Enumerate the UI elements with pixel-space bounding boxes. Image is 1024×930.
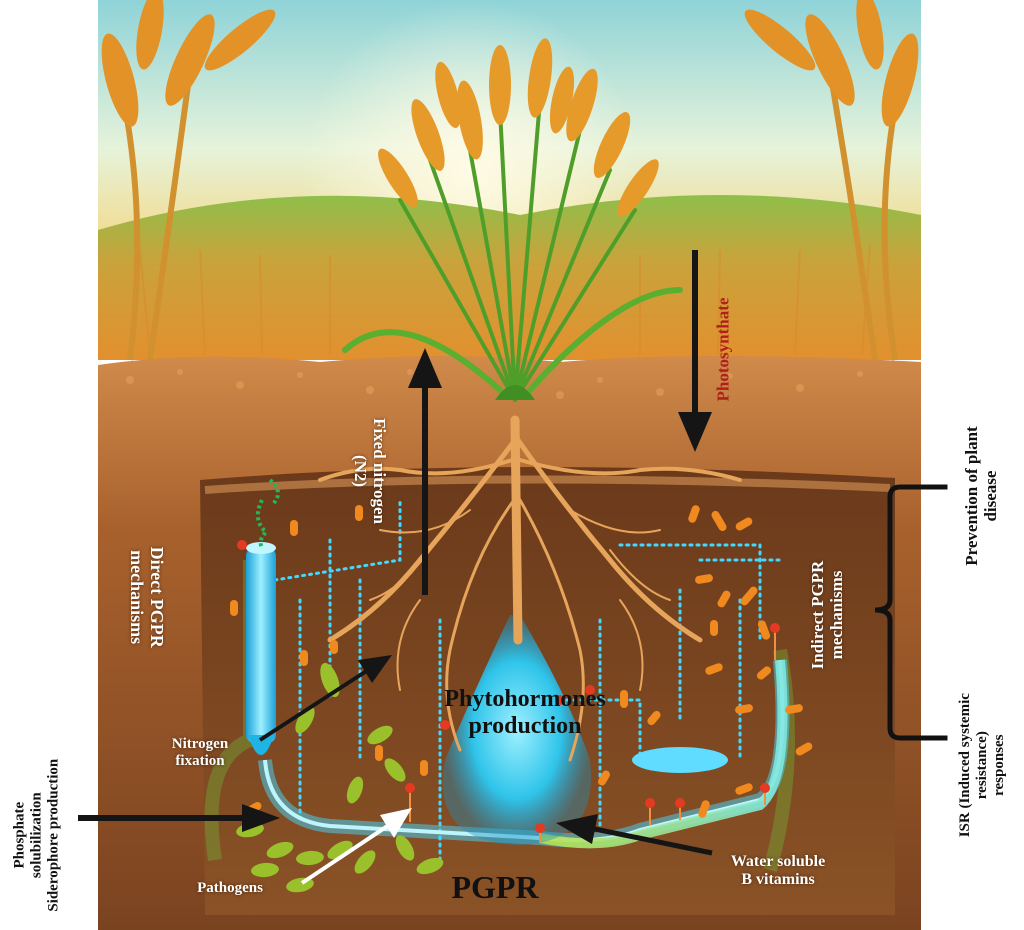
nitrogen-fixation-line1: Nitrogen xyxy=(171,736,229,752)
root-tube xyxy=(539,659,788,849)
orange-bacteria xyxy=(230,505,813,818)
phosphate-line3: Siderophore production xyxy=(44,758,61,912)
vitamins-label: Water soluble B vitamins xyxy=(708,853,848,889)
phytohormone-blob xyxy=(442,615,592,845)
vitamins-line2: B vitamins xyxy=(741,870,815,888)
wheat-ears xyxy=(378,38,659,217)
isr-line2: resistance) xyxy=(973,731,990,800)
phytohormones-label: Phytohormones production xyxy=(410,686,640,740)
nitrogen-fixation-label: Nitrogen fixation xyxy=(152,736,248,770)
isr-line3: responses xyxy=(990,734,1007,796)
pathogens-arrow xyxy=(300,808,412,885)
indirect-pgpr-line2: mechanisms xyxy=(827,570,846,660)
prevention-line2: disease xyxy=(981,470,1000,522)
vitamins-arrow xyxy=(589,825,713,856)
phosphate-line2: solubilization xyxy=(28,792,45,879)
prevention-line1: Prevention of plant xyxy=(961,426,981,566)
fixed-nitrogen-line1: Fixed nitrogen xyxy=(370,418,390,524)
microbial-network xyxy=(273,498,782,862)
phytohormones-line2: production xyxy=(468,712,582,739)
nitrogen-fixation-line2: fixation xyxy=(175,752,225,769)
direct-pgpr-line2: mechanisms xyxy=(127,550,147,645)
central-wheat-plant xyxy=(342,98,683,402)
direct-pgpr-line1: Direct PGPR xyxy=(147,546,168,648)
nitrogen-fixation-arrow xyxy=(258,668,370,742)
phosphate-line1: Phosphate xyxy=(11,801,28,869)
direct-pgpr-label: Direct PGPR mechanisms xyxy=(127,532,167,662)
vitamins-line1: Water soluble xyxy=(730,853,826,870)
isr-label: ISR (Induced systemic resistance) respon… xyxy=(957,655,1007,875)
photosynthate-label: Photosynthate xyxy=(713,297,733,402)
phosphate-label: Phosphate solubilization Siderophore pro… xyxy=(11,743,61,928)
pgpr-label: PGPR xyxy=(451,869,539,905)
indirect-pgpr-line1: Indirect PGPR xyxy=(807,560,827,670)
pathogens-label: Pathogens xyxy=(197,880,263,896)
plant-roots xyxy=(318,415,742,762)
indirect-pgpr-label: Indirect PGPR mechanisms xyxy=(808,545,846,685)
diagram-arrows xyxy=(78,250,713,856)
nitrogen-fixation-tube xyxy=(246,548,276,743)
vitamin-pool xyxy=(632,747,728,773)
mechanism-bracket xyxy=(874,484,948,741)
prevention-label: Prevention of plant disease xyxy=(962,391,1000,601)
fixed-nitrogen-label: Fixed nitrogen (N2) xyxy=(351,396,389,546)
phytohormones-line1: Phytohormones xyxy=(444,686,606,712)
isr-line1: ISR (Induced systemic xyxy=(956,693,973,838)
fixed-nitrogen-line2: (N2) xyxy=(351,454,370,488)
red-tipped-microbes xyxy=(237,540,780,842)
